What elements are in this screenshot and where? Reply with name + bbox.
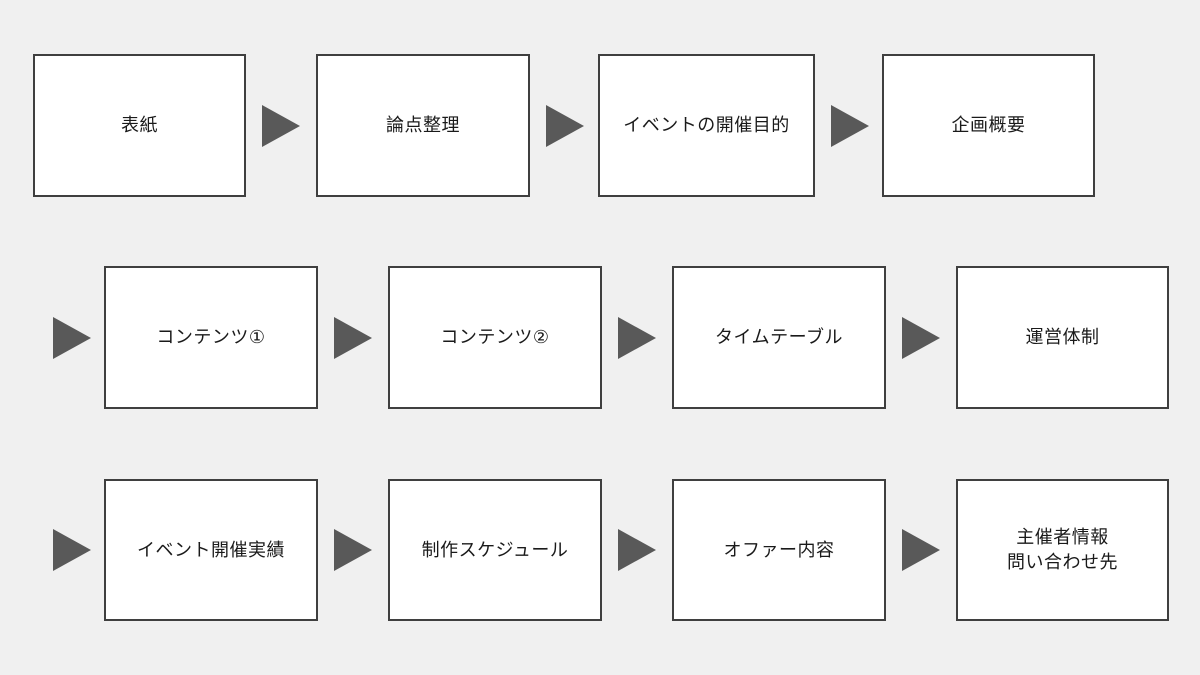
- flow-box-offer-details: オファー内容: [672, 479, 886, 621]
- flow-box-event-purpose: イベントの開催目的: [598, 54, 815, 197]
- flow-box-label: 表紙: [121, 115, 158, 135]
- flow-box-label: 論点整理: [386, 115, 460, 135]
- arrow-right-icon: [262, 105, 300, 147]
- flow-box-label: オファー内容: [723, 539, 835, 560]
- flow-box-label: コンテンツ②: [440, 327, 550, 347]
- arrow-right-icon: [902, 529, 940, 571]
- flow-box-label: イベント開催実績: [137, 539, 285, 560]
- arrow-right-icon: [831, 105, 869, 147]
- arrow-right-icon: [334, 317, 372, 359]
- flow-box-content-2: コンテンツ②: [388, 266, 602, 409]
- flow-box-cover: 表紙: [33, 54, 246, 197]
- arrow-right-icon: [546, 105, 584, 147]
- flow-box-organizer-contact: 主催者情報 問い合わせ先: [956, 479, 1169, 621]
- flow-box-operation-structure: 運営体制: [956, 266, 1169, 409]
- flow-box-event-track-record: イベント開催実績: [104, 479, 318, 621]
- flow-box-timetable: タイムテーブル: [672, 266, 886, 409]
- flow-box-production-schedule: 制作スケジュール: [388, 479, 602, 621]
- flow-box-label: 制作スケジュール: [421, 539, 569, 560]
- arrow-right-icon: [618, 317, 656, 359]
- flow-box-label: 企画概要: [951, 115, 1026, 135]
- flow-box-content-1: コンテンツ①: [104, 266, 318, 409]
- flow-box-label: イベントの開催目的: [623, 115, 790, 135]
- arrow-right-icon: [53, 317, 91, 359]
- arrow-right-icon: [53, 529, 91, 571]
- flow-box-label: コンテンツ①: [156, 327, 266, 347]
- flow-box-label: 主催者情報 問い合わせ先: [1007, 527, 1118, 572]
- flow-box-label: タイムテーブル: [714, 327, 844, 347]
- flow-box-label: 運営体制: [1025, 327, 1100, 347]
- arrow-right-icon: [902, 317, 940, 359]
- flow-box-issues-summary: 論点整理: [316, 54, 530, 197]
- arrow-right-icon: [618, 529, 656, 571]
- flow-box-plan-overview: 企画概要: [882, 54, 1095, 197]
- arrow-right-icon: [334, 529, 372, 571]
